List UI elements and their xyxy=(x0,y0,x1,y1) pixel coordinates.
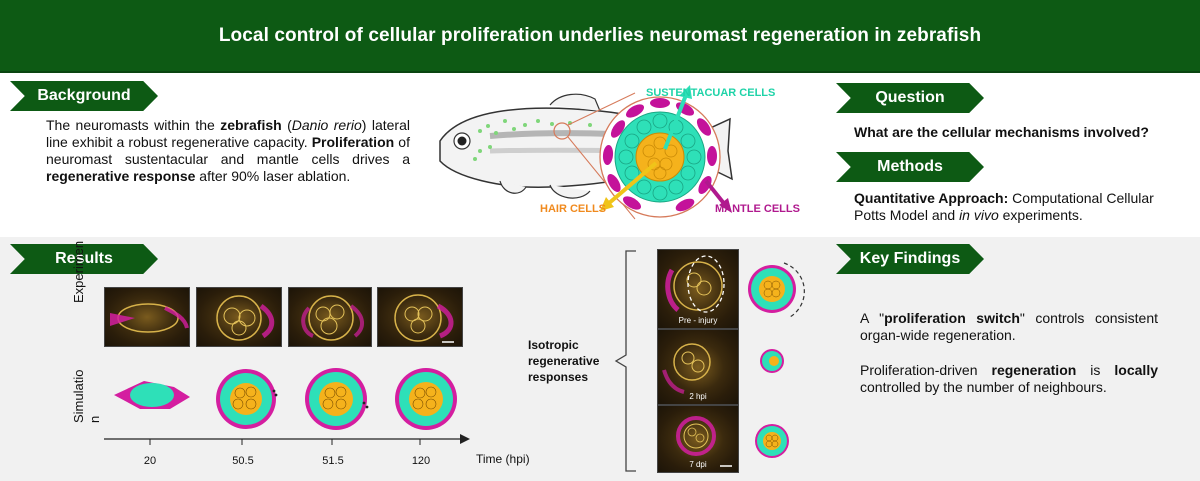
background-text-part: ) lateral line exhibit a robust regenera… xyxy=(46,117,410,150)
methods-text-in-vivo: in vivo xyxy=(959,207,999,223)
title-banner: Local control of cellular proliferation … xyxy=(0,0,1200,73)
methods-heading: Methods xyxy=(836,152,984,182)
stage-label: 2 hpi xyxy=(689,392,707,401)
background-text-species: Danio rerio xyxy=(291,117,362,133)
isotropic-bracket xyxy=(614,250,636,472)
background-heading-text: Background xyxy=(37,87,131,104)
top-section: Background The neuromasts within the zeb… xyxy=(0,73,1200,237)
finding-text-part: is xyxy=(1076,362,1115,378)
methods-text-part: Computational Cellular Potts Model and xyxy=(854,190,1154,223)
experiment-photo-20 xyxy=(104,287,190,347)
results-heading-text: Results xyxy=(55,250,113,267)
experiment-row-label: Experimen xyxy=(71,240,86,303)
simulation-label-part: Simulatio xyxy=(71,369,86,423)
question-text: What are the cellular mechanisms involve… xyxy=(854,124,1149,140)
simulation-row-label-end: n xyxy=(87,415,102,423)
isotropic-photo-pre-injury: Pre - injury xyxy=(657,249,739,329)
background-text-proliferation: Proliferation xyxy=(311,134,395,150)
experiment-photo-51-5 xyxy=(288,287,372,347)
zebrafish-neuromast-figure xyxy=(439,85,733,220)
finding-regeneration: regeneration xyxy=(991,362,1077,378)
bottom-section: Results Experimen Simulatio n xyxy=(0,237,1200,481)
background-text-part: The neuromasts within the xyxy=(46,117,221,133)
time-axis-label: Time (hpi) xyxy=(476,452,530,466)
finding-locally: locally xyxy=(1114,362,1159,378)
mantle-cells-label: MANTLE CELLS xyxy=(715,203,800,215)
finding-text-part: Proliferation-driven xyxy=(860,362,992,378)
results-heading: Results xyxy=(10,244,158,274)
experiment-photo-50-5 xyxy=(196,287,282,347)
poster-title: Local control of cellular proliferation … xyxy=(218,24,982,46)
background-text: The neuromasts within the zebrafish (Dan… xyxy=(46,117,410,185)
time-tick: 51.5 xyxy=(322,455,344,467)
question-heading: Question xyxy=(836,83,984,113)
stage-label: 7 dpi xyxy=(689,460,707,469)
simulation-row-label: Simulatio xyxy=(70,353,87,423)
time-tick: 20 xyxy=(143,455,157,467)
sustentacular-cells-label: SUSTENTACUAR CELLS xyxy=(646,87,776,99)
experiment-photo-120 xyxy=(377,287,463,347)
isotropic-label-line: regenerative xyxy=(528,354,600,368)
isotropic-photo-7dpi: 7 dpi xyxy=(657,405,739,473)
finding-2: Proliferation-driven regeneration is loc… xyxy=(860,362,1158,396)
key-findings-heading: Key Findings xyxy=(836,244,984,274)
isotropic-label-line: Isotropic xyxy=(528,338,579,352)
methods-text: Quantitative Approach: Computational Cel… xyxy=(854,190,1164,224)
time-tick: 120 xyxy=(411,455,431,467)
background-text-regenerative-response: regenerative response xyxy=(46,168,196,184)
background-text-part: ( xyxy=(281,117,292,133)
finding-1: A "proliferation switch" controls consis… xyxy=(860,310,1158,344)
background-text-part: of neuromast sustentacular and mantle ce… xyxy=(46,134,410,167)
finding-text-part: A " xyxy=(860,310,885,326)
simulation-row xyxy=(114,368,457,430)
background-heading: Background xyxy=(10,81,158,111)
isotropic-simulations xyxy=(748,262,805,458)
isotropic-label-line: responses xyxy=(528,370,589,384)
background-text-zebrafish: zebrafish xyxy=(220,117,282,133)
background-text-part: after 90% laser ablation. xyxy=(195,168,351,184)
isotropic-photo-2hpi: 2 hpi xyxy=(657,329,739,405)
key-findings-heading-text: Key Findings xyxy=(859,250,961,267)
methods-heading-text: Methods xyxy=(877,158,943,175)
time-axis xyxy=(104,434,470,445)
finding-text-part: " controls consistent organ-wide regener… xyxy=(860,310,1158,343)
time-tick: 50.5 xyxy=(232,455,254,467)
finding-text-part: controlled by the number of neighbours. xyxy=(860,379,1107,395)
methods-text-approach: Quantitative Approach: xyxy=(854,190,1009,206)
methods-text-part: experiments. xyxy=(998,207,1083,223)
finding-proliferation-switch: proliferation switch xyxy=(884,310,1020,326)
isotropic-label: Isotropic regenerative responses xyxy=(528,337,628,385)
question-heading-text: Question xyxy=(875,89,945,106)
hair-cells-label: HAIR CELLS xyxy=(540,203,606,215)
stage-label: Pre - injury xyxy=(678,316,718,325)
